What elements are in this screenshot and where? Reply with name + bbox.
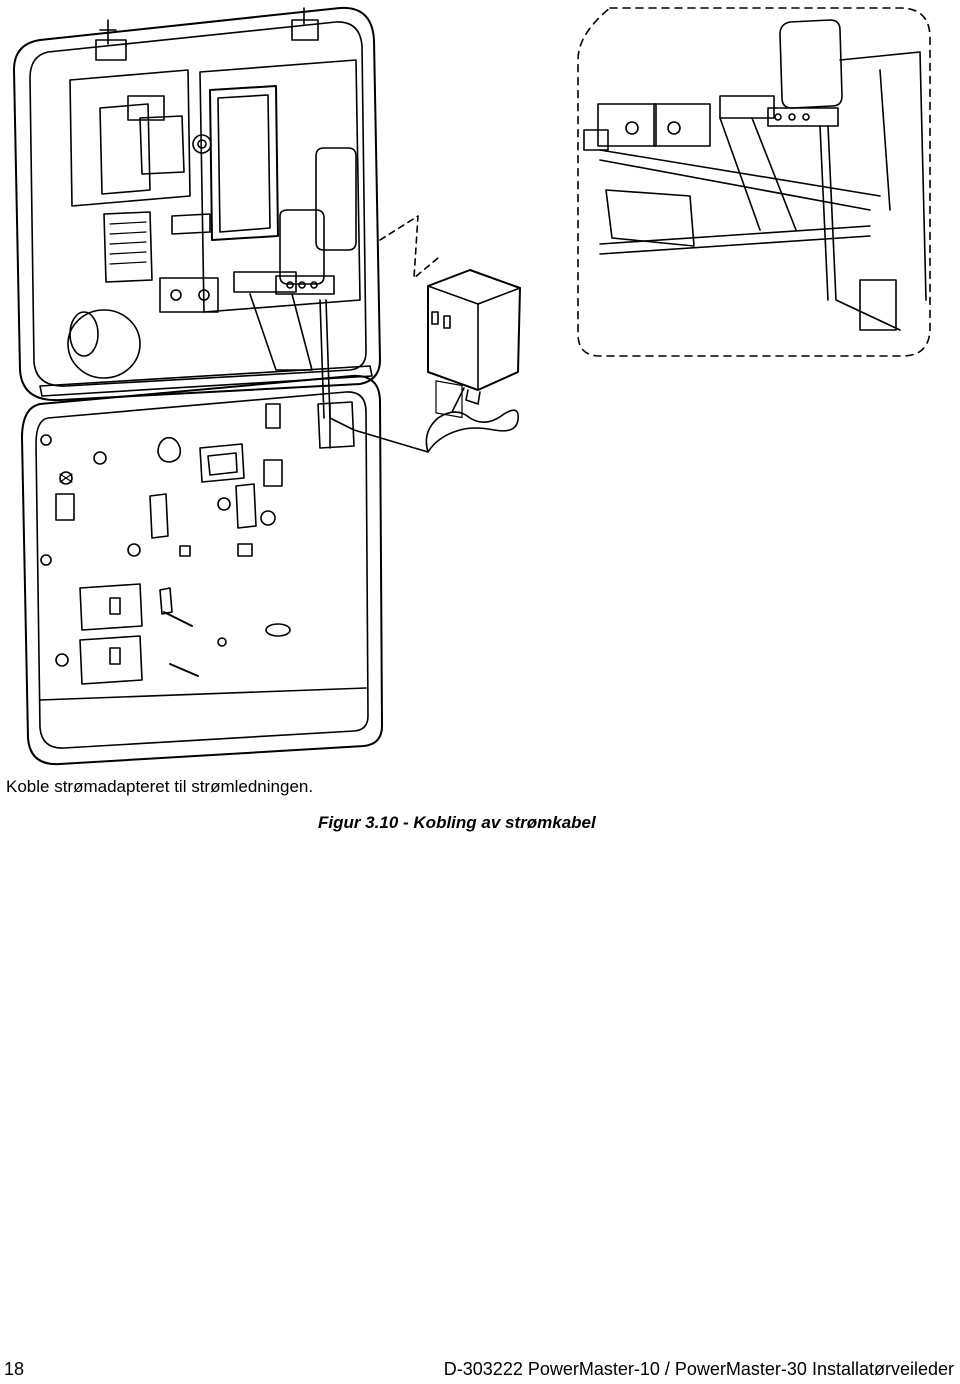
- detail-callout: [577, 7, 931, 357]
- power-cable-connection-illustration: [13, 6, 931, 766]
- top-screw-left: [95, 19, 127, 61]
- battery-clip-bottom: [79, 635, 143, 685]
- instruction-text: Koble strømadapteret til strømledningen.: [6, 777, 314, 796]
- power-cord: [319, 299, 520, 453]
- page-number: 18: [4, 1359, 25, 1379]
- backup-battery: [275, 147, 357, 295]
- power-adapter: [427, 269, 521, 419]
- footer-title: D-303222 PowerMaster-10 / PowerMaster-30…: [443, 1359, 954, 1379]
- speaker: [67, 309, 141, 379]
- figure-caption: Figur 3.10 - Kobling av strømkabel: [318, 813, 596, 832]
- top-screw-right: [291, 7, 319, 41]
- lower-housing: [21, 374, 383, 766]
- circuit-board: [69, 59, 361, 313]
- callout-leader: [379, 215, 439, 279]
- battery-clip-top: [79, 583, 143, 631]
- upper-housing: [13, 6, 381, 402]
